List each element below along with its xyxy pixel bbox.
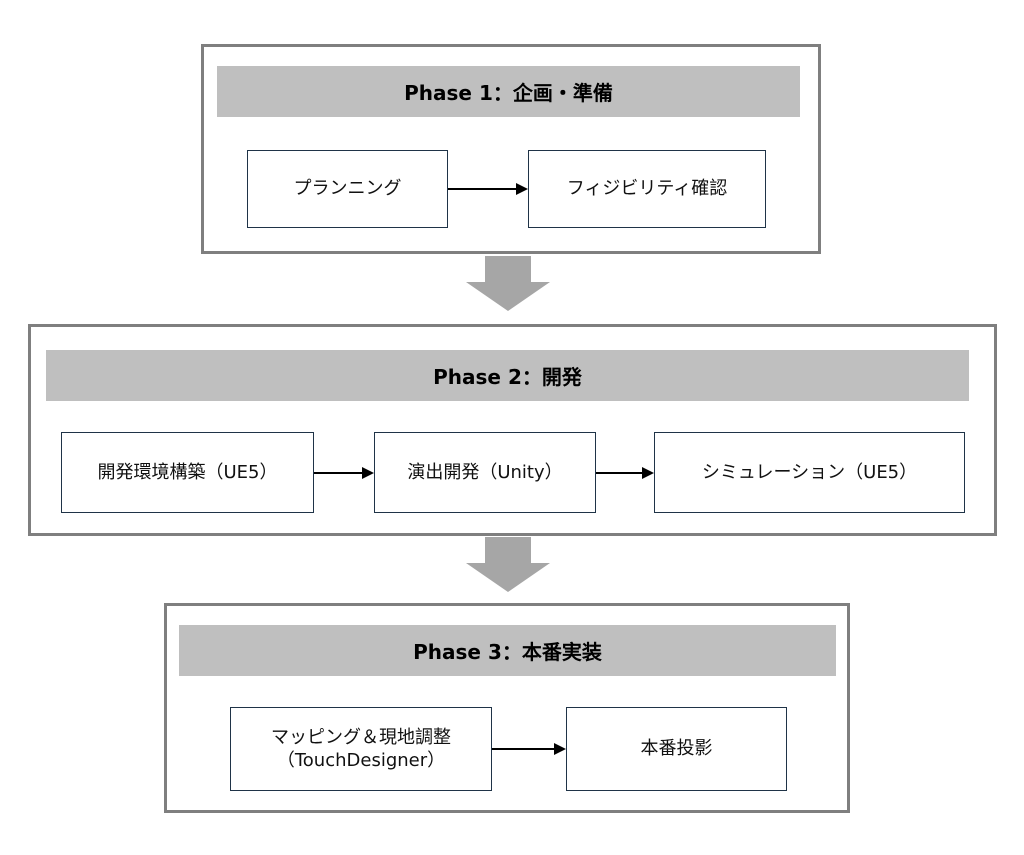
step-label: プランニング <box>293 178 402 200</box>
arrow-effects-to-simulation <box>596 467 654 479</box>
phase-1-title: Phase 1：企画・準備 <box>217 66 800 117</box>
phase-3-title: Phase 3：本番実装 <box>179 625 836 676</box>
down-arrow-phase-1-to-2 <box>466 256 550 311</box>
arrow-head <box>554 743 566 755</box>
phase-1-step-feasibility: フィジビリティ確認 <box>528 150 766 228</box>
arrow-head <box>516 183 528 195</box>
phase-2-step-environment: 開発環境構築（UE5） <box>61 432 314 513</box>
down-arrow-phase-2-to-3 <box>466 537 550 592</box>
step-label: フィジビリティ確認 <box>566 178 728 200</box>
phase-2-title: Phase 2：開発 <box>46 350 969 401</box>
step-label: 本番投影 <box>640 738 713 760</box>
phase-2-step-simulation: シミュレーション（UE5） <box>654 432 965 513</box>
step-label: 開発環境構築（UE5） <box>97 461 278 483</box>
step-label: シミュレーション（UE5） <box>701 461 918 483</box>
arrow-head <box>362 467 374 479</box>
step-label-line-1: マッピング＆現地調整 <box>271 726 451 748</box>
phase-1-step-planning: プランニング <box>247 150 448 228</box>
step-label-line-2: （TouchDesigner） <box>276 750 446 771</box>
phase-3-step-projection: 本番投影 <box>566 707 787 791</box>
arrow-environment-to-effects <box>314 467 374 479</box>
arrow-planning-to-feasibility <box>448 183 528 195</box>
phase-2-step-effects: 演出開発（Unity） <box>374 432 596 513</box>
phase-3-step-mapping: マッピング＆現地調整 （TouchDesigner） <box>230 707 492 791</box>
arrow-mapping-to-projection <box>492 743 566 755</box>
step-label: 演出開発（Unity） <box>407 461 563 483</box>
arrow-head <box>642 467 654 479</box>
